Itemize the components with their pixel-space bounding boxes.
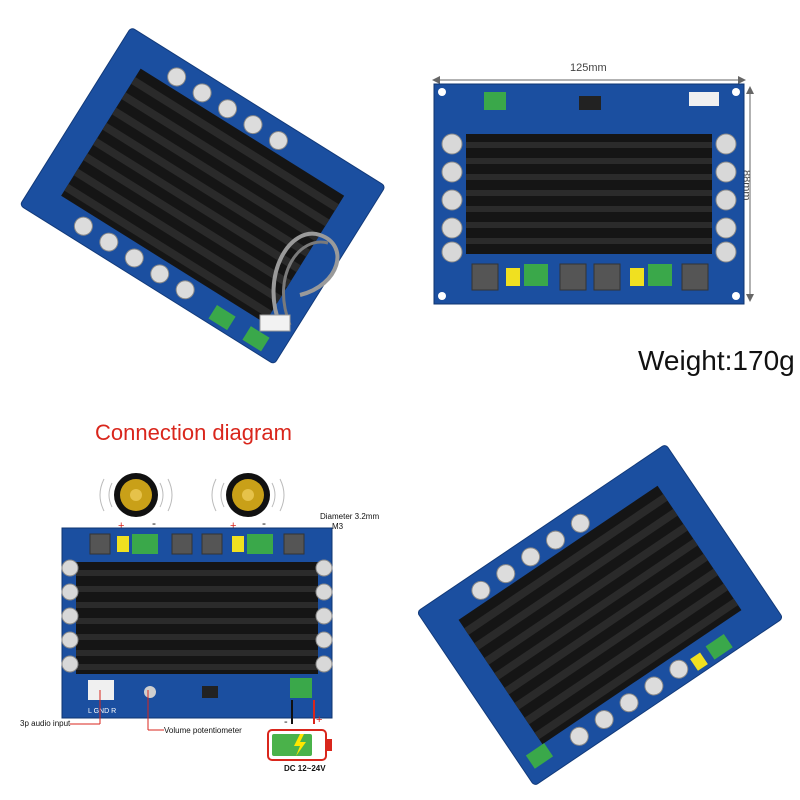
volume-potentiometer-label: Volume potentiometer xyxy=(164,726,242,735)
weight-label: Weight:170g xyxy=(638,345,795,376)
gnd-label: L GND R xyxy=(88,708,117,715)
width-dimension-arrow xyxy=(432,76,746,84)
speaker-right-plus: + xyxy=(230,520,237,532)
audio-cable xyxy=(259,231,340,332)
audio-input-pointer xyxy=(70,690,101,725)
height-dimension-arrow xyxy=(746,86,754,302)
board-top-view xyxy=(433,83,745,305)
diameter-label: Diameter 3.2mm xyxy=(320,512,380,521)
power-minus: - xyxy=(284,716,288,728)
speaker-left-minus: - xyxy=(152,516,156,530)
volume-pointer xyxy=(147,690,164,731)
speaker-left-plus: + xyxy=(118,520,125,532)
speaker-left-icon xyxy=(99,473,173,517)
width-dimension-label: 125mm xyxy=(570,62,607,74)
speaker-right-minus: - xyxy=(262,516,266,530)
dc-voltage-label: DC 12~24V xyxy=(284,764,326,773)
audio-input-label: 3p audio input xyxy=(20,719,71,728)
board-angled-photo-1 xyxy=(20,28,385,364)
connection-diagram-title: Connection diagram xyxy=(95,420,292,445)
screw-label: M3 xyxy=(332,522,344,531)
battery-icon xyxy=(267,729,332,761)
power-plus: + xyxy=(316,714,323,726)
power-wires xyxy=(291,700,315,724)
board-angled-photo-2 xyxy=(417,445,783,785)
board-connection-diagram xyxy=(61,527,333,719)
speaker-right-icon xyxy=(211,473,285,517)
